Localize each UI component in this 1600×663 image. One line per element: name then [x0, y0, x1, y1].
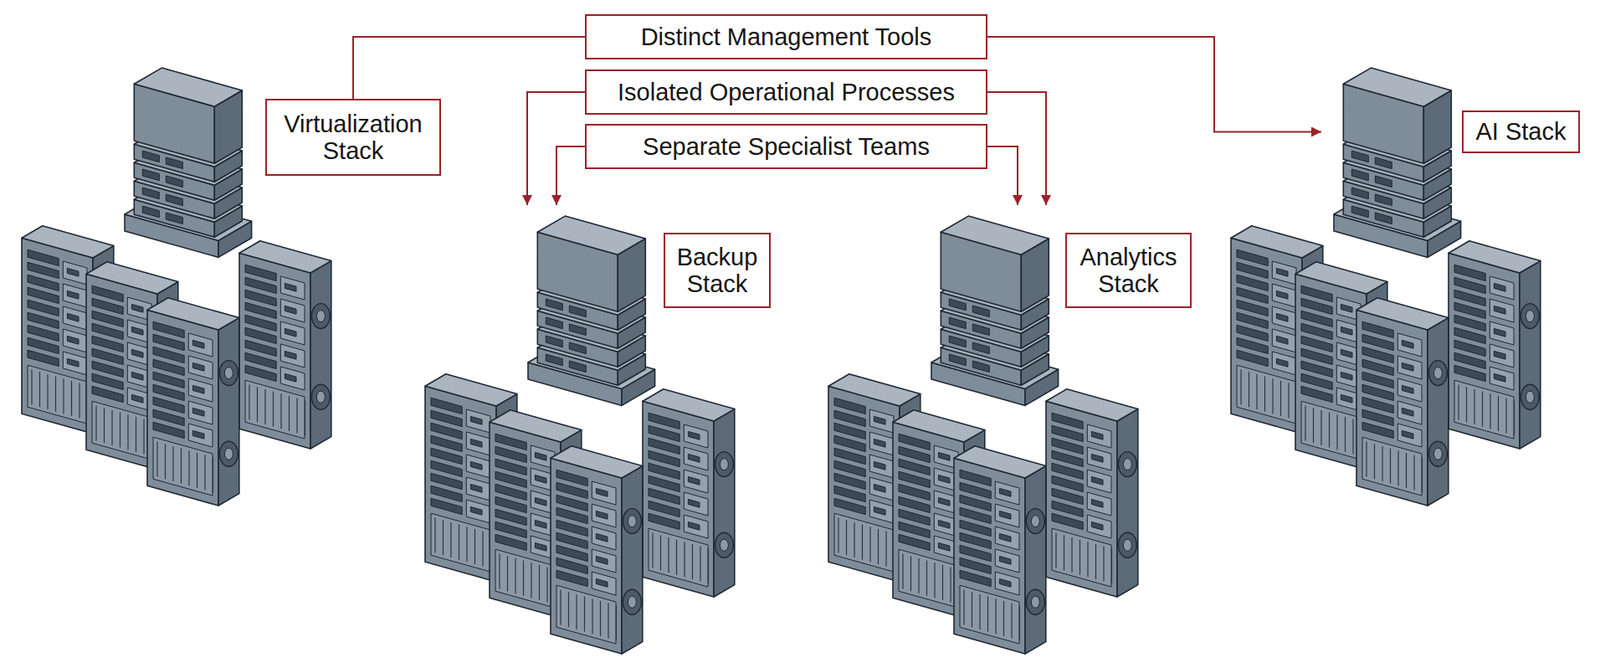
stack-node: Backup Stack [423, 205, 771, 308]
stack-label: Backup Stack [668, 243, 766, 298]
label-box: Virtualization Stack [265, 98, 442, 176]
connector-line [987, 36, 1322, 133]
category-label: Separate Specialist Teams [642, 133, 930, 160]
label-box: Separate Specialist Teams [584, 123, 988, 170]
stack-label: Analytics Stack [1070, 243, 1187, 298]
stack-label: AI Stack [1476, 117, 1567, 145]
stack-label-box: Analytics Stack [1065, 232, 1192, 308]
category-label-box: Isolated Operational Processes [584, 69, 988, 115]
label-box: Isolated Operational Processes [584, 69, 988, 115]
connector-line [556, 146, 585, 206]
stack-node: AI Stack [1321, 110, 1580, 154]
connector-line [353, 36, 585, 99]
label-box: Distinct Management Tools [584, 14, 988, 60]
category-label-box: Distinct Management Tools [584, 14, 988, 60]
connector-line [987, 146, 1018, 206]
stack-label-box: Backup Stack [663, 232, 771, 308]
stack-label-box: AI Stack [1461, 110, 1580, 154]
category-label: Virtualization Stack [270, 110, 436, 165]
connector-line [987, 92, 1047, 206]
category-label-box: Separate Specialist Teams [584, 123, 988, 170]
category-label: Distinct Management Tools [641, 23, 933, 51]
stack-node: Analytics Stack [826, 205, 1192, 308]
connector-line [527, 92, 585, 206]
category-label: Isolated Operational Processes [617, 78, 955, 106]
category-label-box: Virtualization Stack [265, 98, 442, 176]
